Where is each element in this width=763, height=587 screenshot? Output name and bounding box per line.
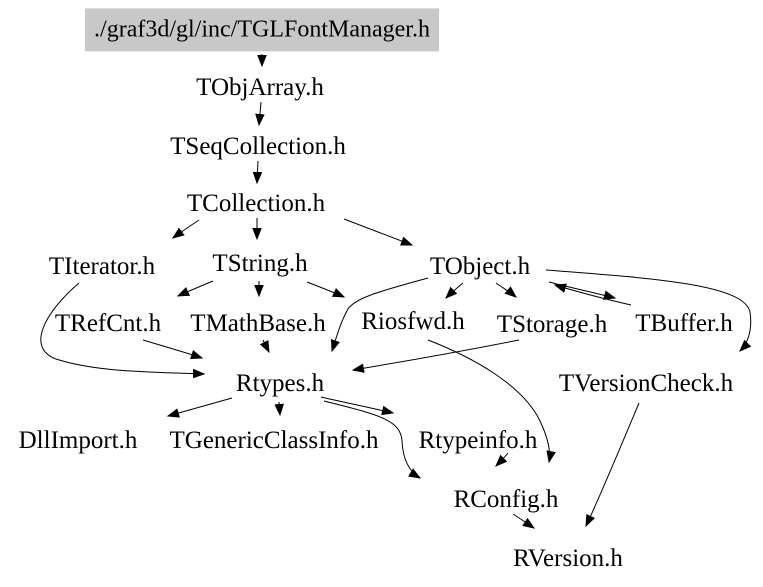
- edge-TRefCnt.h-to-Rtypes.h: [142, 339, 204, 360]
- edge-TString.h-to-Riosfwd.h: [306, 281, 346, 298]
- edge-TCollection.h-to-TObject.h: [343, 218, 414, 246]
- node-riosfwd[interactable]: Riosfwd.h: [361, 307, 465, 335]
- node-tmathbase[interactable]: TMathBase.h: [190, 309, 326, 337]
- edge-Riosfwd.h-to-RConfig.h: [427, 339, 556, 464]
- node-rtypeinfo[interactable]: Rtypeinfo.h: [418, 426, 538, 454]
- graph-root-node: ./graf3d/gl/inc/TGLFontManager.h: [85, 8, 439, 52]
- node-rversion[interactable]: RVersion.h: [513, 544, 623, 572]
- edge-Rtypes.h-to-RConfig.h: [323, 400, 422, 479]
- edge-TObject.h-to-TBuffer.h: [548, 281, 617, 300]
- node-titerator[interactable]: TIterator.h: [48, 252, 156, 280]
- edge-TBuffer.h-to-TObject.h: [553, 283, 632, 306]
- edge-Rtypes.h-to-DllImport.h: [166, 397, 233, 418]
- node-tbuffer[interactable]: TBuffer.h: [635, 309, 733, 337]
- edge-TString.h-to-TRefCnt.h: [176, 280, 214, 297]
- edge-TObject.h-to-Rtypes.h: [330, 277, 429, 353]
- edge-TStorage.h-to-Rtypes.h: [351, 339, 520, 373]
- edge-Rtypes.h-to-Rtypeinfo.h: [320, 396, 395, 416]
- edge-TMathBase.h-to-Rtypes.h: [259, 339, 270, 354]
- edge-RConfig.h-to-RVersion.h: [512, 513, 536, 529]
- node-tobjarray[interactable]: TObjArray.h: [196, 73, 324, 101]
- node-tobject[interactable]: TObject.h: [429, 252, 531, 280]
- node-rtypes[interactable]: Rtypes.h: [235, 369, 325, 397]
- node-dllimport[interactable]: DllImport.h: [18, 426, 138, 454]
- node-tseqcollection[interactable]: TSeqCollection.h: [170, 132, 346, 160]
- node-tcollection[interactable]: TCollection.h: [186, 189, 326, 217]
- edge-Rtypes.h-to-TGenericClassInfo.h: [274, 401, 284, 417]
- node-rconfig[interactable]: RConfig.h: [453, 485, 559, 513]
- node-tversioncheck[interactable]: TVersionCheck.h: [558, 369, 734, 397]
- edge-TObject.h-to-Riosfwd.h: [445, 282, 464, 299]
- edge-TObjArray.h-to-TSeqCollection.h: [255, 101, 265, 127]
- edge-Rtypeinfo.h-to-RConfig.h: [495, 452, 509, 467]
- edge-TSeqCollection.h-to-TCollection.h: [252, 160, 263, 185]
- node-tstring[interactable]: TString.h: [212, 249, 308, 277]
- edge-TCollection.h-to-TIterator.h: [171, 219, 200, 239]
- node-tstorage[interactable]: TStorage.h: [496, 310, 608, 338]
- edge-TIterator.h-to-Rtypes.h: [40, 282, 206, 379]
- node-trefcnt[interactable]: TRefCnt.h: [54, 309, 162, 337]
- edge-TObject.h-to-TVersionCheck.h: [545, 269, 752, 352]
- edge-TObject.h-to-TStorage.h: [495, 282, 517, 298]
- node-tgenericclassinfo[interactable]: TGenericClassInfo.h: [169, 426, 379, 454]
- edge-TVersionCheck.h-to-RVersion.h: [585, 402, 640, 528]
